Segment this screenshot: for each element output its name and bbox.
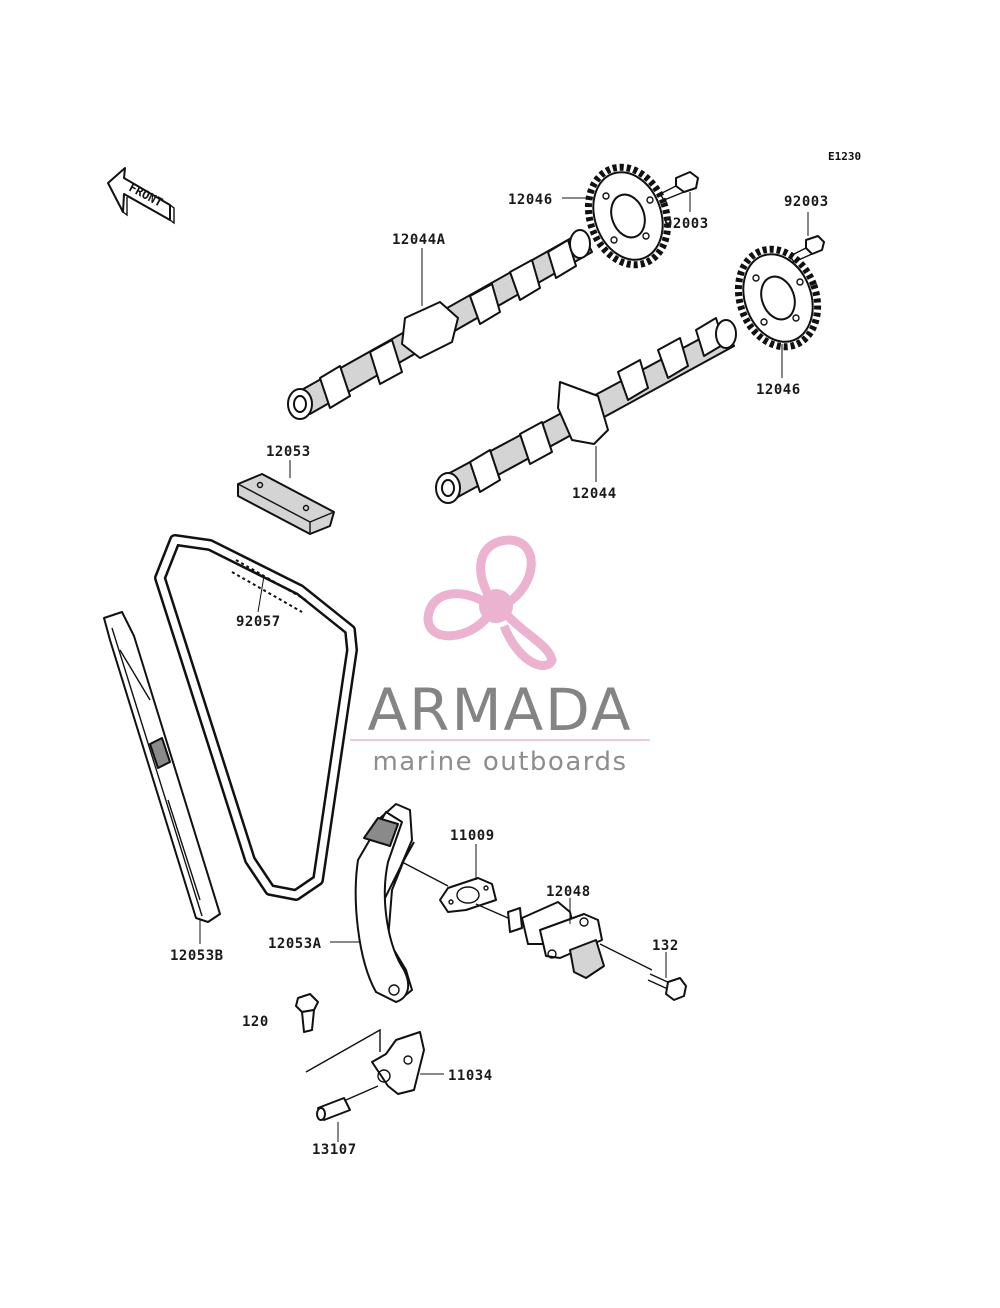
bolt-top [658, 171, 699, 201]
part-label-12044A: 12044A [392, 232, 446, 248]
part-labels: 12046 92003 92003 12044A 12046 12053 120… [170, 192, 829, 1158]
part-label-12048: 12048 [546, 884, 591, 900]
tensioner-arm-12053A [354, 803, 415, 1003]
part-label-11034: 11034 [448, 1068, 493, 1084]
camshaft-12044 [435, 317, 737, 504]
sprocket-right [734, 245, 822, 351]
part-label-12046-top: 12046 [508, 192, 553, 208]
part-label-13107: 13107 [312, 1142, 357, 1158]
part-label-12044: 12044 [572, 486, 617, 502]
diagram-code: E1230 [828, 150, 861, 163]
bolt-120 [295, 993, 319, 1033]
camshaft-12044A [287, 229, 593, 420]
part-label-12053B: 12053B [170, 948, 224, 964]
chain-guide-12053 [237, 473, 335, 535]
brand-name: ARMADA [367, 676, 632, 744]
part-label-92057: 92057 [236, 614, 281, 630]
brand-tagline: marine outboards [372, 747, 627, 777]
part-label-12053: 12053 [266, 444, 311, 460]
part-label-120: 120 [242, 1014, 269, 1030]
front-arrow-icon: FRONT [107, 167, 175, 225]
part-label-92003-right: 92003 [784, 194, 829, 210]
gasket-11009 [439, 877, 497, 913]
bracket-11034 [371, 1031, 425, 1095]
propeller-logo-icon [423, 535, 557, 670]
bolt-132 [647, 973, 687, 1001]
pin-13107 [316, 1097, 351, 1121]
part-label-11009: 11009 [450, 828, 495, 844]
sprocket-top [584, 163, 672, 269]
cam-chain-92057 [154, 534, 358, 901]
part-label-12046-right: 12046 [756, 382, 801, 398]
leader-lines [199, 192, 809, 1142]
chain-guide-12053B [103, 611, 221, 923]
bolt-right [788, 235, 825, 263]
part-label-12053A: 12053A [268, 936, 322, 952]
part-label-132: 132 [652, 938, 679, 954]
assembly-lines [305, 861, 653, 1101]
part-label-92003-top: 92003 [664, 216, 709, 232]
armada-watermark: ARMADA marine outboards [350, 535, 650, 777]
tensioner-12048 [507, 901, 605, 979]
